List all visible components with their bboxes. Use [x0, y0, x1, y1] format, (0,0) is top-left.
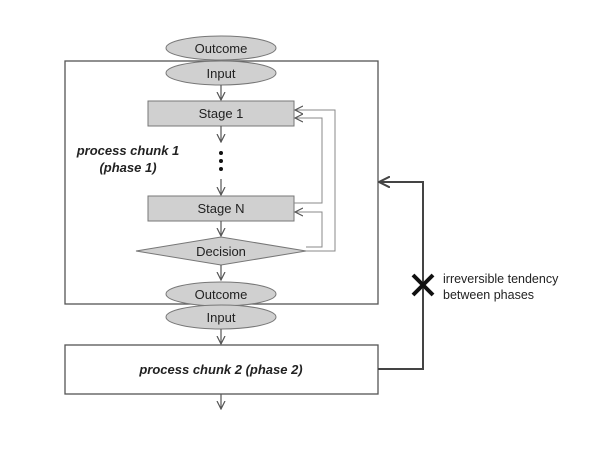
chunk1-label-line2: (phase 1)	[99, 160, 156, 175]
input-bottom-node: Input	[165, 304, 277, 330]
feedback-loop-to-stageN	[295, 212, 323, 248]
input-top-node: Input	[165, 60, 277, 86]
outcome-top-node: Outcome	[165, 35, 277, 61]
stage-1-box: Stage 1	[147, 100, 295, 127]
decision-label: Decision	[196, 244, 246, 259]
stage-n-label: Stage N	[198, 201, 245, 216]
input-bottom-label: Input	[207, 310, 236, 325]
annotation-line1: irreversible tendency	[443, 272, 559, 286]
blocked-x-icon	[411, 273, 435, 297]
irreversible-feedback-path	[378, 182, 424, 370]
feedback-loop-to-stage1-inner	[294, 118, 323, 204]
outcome-top-label: Outcome	[195, 41, 248, 56]
stage-n-box: Stage N	[147, 195, 295, 222]
annotation-line2: between phases	[443, 288, 534, 302]
ellipsis-dots	[219, 151, 223, 171]
outcome-mid-node: Outcome	[165, 281, 277, 307]
feedback-loop-to-stage1	[295, 110, 336, 252]
outcome-mid-label: Outcome	[195, 287, 248, 302]
stage-1-label: Stage 1	[199, 106, 244, 121]
phase-2-box: process chunk 2 (phase 2)	[64, 344, 379, 395]
input-top-label: Input	[207, 66, 236, 81]
chunk2-label: process chunk 2 (phase 2)	[138, 362, 302, 377]
chunk1-label-line1: process chunk 1	[76, 143, 180, 158]
decision-diamond: Decision	[135, 236, 307, 266]
